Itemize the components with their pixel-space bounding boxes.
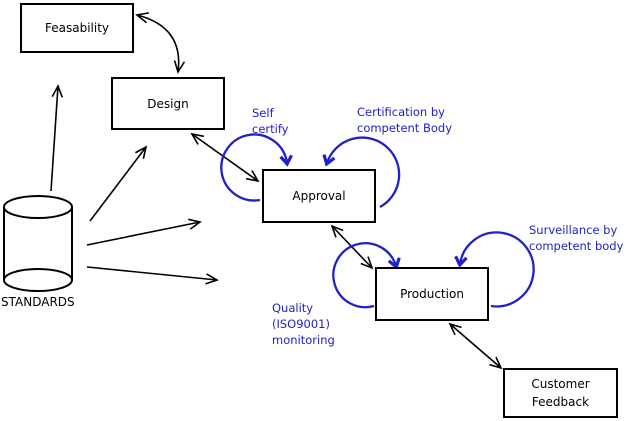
arrow-standards-to-approval xyxy=(86,218,202,246)
arrow-standards-to-feasability xyxy=(50,84,64,192)
node-design-label: Design xyxy=(147,96,189,111)
certification-loop xyxy=(322,136,401,209)
node-production-label: Production xyxy=(400,287,464,301)
node-production: Production xyxy=(375,267,489,321)
arrow-design-approval xyxy=(190,132,260,183)
standards-label: STANDARDS xyxy=(1,295,75,309)
node-customer-feedback-line1: Customer xyxy=(531,377,590,391)
annotation-self-certify: Self certify xyxy=(252,106,289,136)
node-design: Design xyxy=(111,77,225,130)
self-certify-loop xyxy=(220,133,293,202)
annotation-quality-monitoring: Quality (ISO9001) monitoring xyxy=(272,301,335,347)
node-customer-feedback: Customer Feedback xyxy=(503,368,618,418)
standards-cylinder xyxy=(3,195,73,292)
arrow-production-customer-feedback xyxy=(448,322,503,370)
node-approval-label: Approval xyxy=(292,189,346,203)
node-feasability: Feasability xyxy=(20,3,134,53)
arrow-standards-to-design xyxy=(89,145,148,222)
surveillance-loop xyxy=(454,231,535,308)
annotation-certification: Certification by competent Body xyxy=(357,105,453,135)
node-feasability-label: Feasability xyxy=(44,21,109,35)
arrow-feasability-design xyxy=(135,12,186,74)
annotation-surveillance: Surveillance by competent body xyxy=(529,223,624,253)
quality-loop xyxy=(332,242,401,309)
node-customer-feedback-line2: Feedback xyxy=(531,395,590,409)
node-approval: Approval xyxy=(262,169,376,223)
arrow-standards-to-production xyxy=(86,266,219,285)
